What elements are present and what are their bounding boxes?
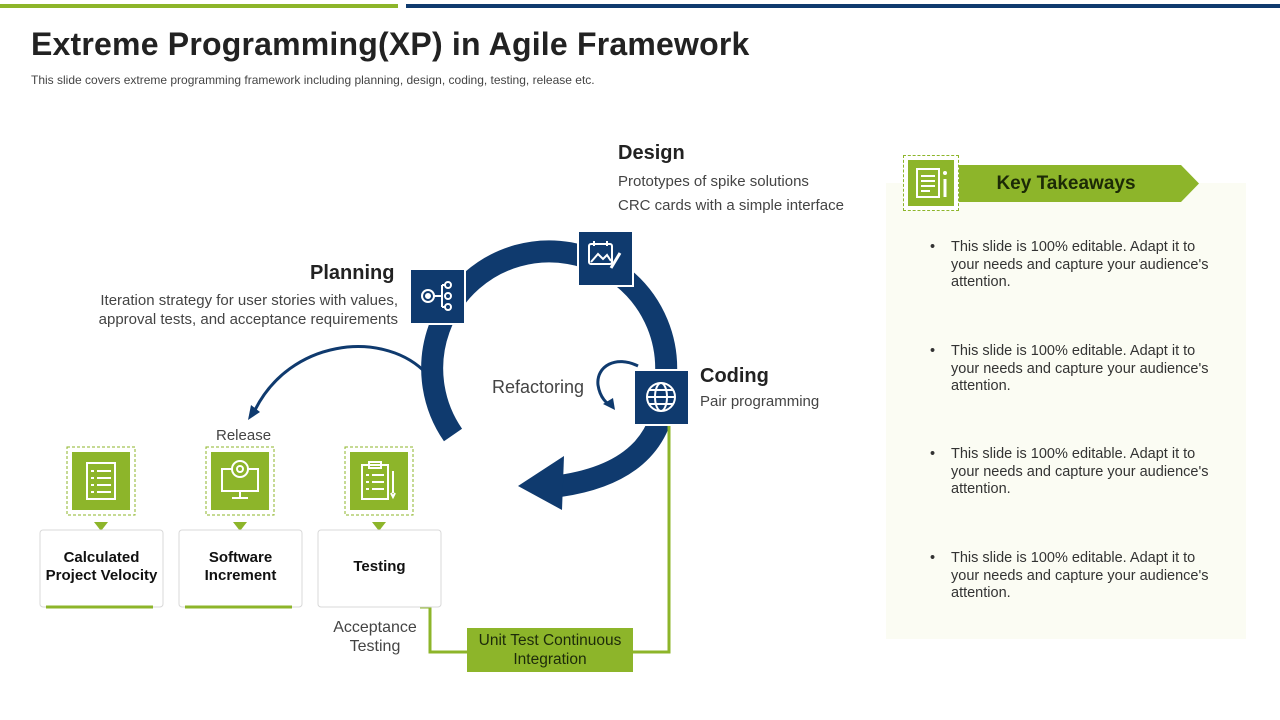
coding-to-ci-line [633,424,671,654]
mind-flow-icon [421,281,452,311]
planning-line-1: Iteration strategy for user stories with… [100,292,398,309]
checklist-icon [86,462,116,500]
document-info-icon [916,168,947,198]
takeaways-title: Key Takeaways [996,173,1136,194]
bullet-dot: • [930,343,936,359]
acceptance-testing-label: Acceptance Testing [333,619,417,655]
box-label-increment: Software Increment [204,549,277,584]
takeaways-icon-tile [908,160,954,206]
coding-node [633,369,690,426]
testing-icon-node [344,446,414,531]
planning-title: Planning [310,262,395,284]
page-subtitle: This slide covers extreme programming fr… [31,73,595,87]
refactoring-arrowhead [603,398,615,410]
design-line-2: CRC cards with a simple interface [618,197,844,214]
clipboard-pencil-icon [361,461,396,500]
coding-description: Pair programming [700,393,820,410]
planning-line-2: approval tests, and acceptance requireme… [98,311,398,328]
design-node [577,230,634,287]
planning-node [409,268,466,325]
box-label-velocity: Calculated Project Velocity [45,549,158,584]
top-accent-bar-green [0,4,398,8]
bullet-dot: • [930,446,936,462]
design-line-1: Prototypes of spike solutions [618,173,809,190]
box-frame-2 [178,529,303,609]
unit-test-ci-label: Unit Test Continuous Integration [478,632,622,668]
refactoring-loop-arrow [596,360,639,408]
design-title: Design [618,142,685,164]
cycle-arc-left [421,240,678,442]
monitor-webcam-icon [221,460,259,499]
image-edit-icon [588,241,622,269]
refactoring-label: Refactoring [492,377,585,397]
box-label-testing: Testing [353,558,406,575]
increment-icon-node [205,446,275,531]
box-frame-1 [39,529,164,609]
release-arrow [253,345,425,411]
box-frame-3 [317,529,442,608]
velocity-icon-node [66,446,136,531]
release-arrowhead [248,405,260,420]
top-accent-bar-blue [406,4,1280,8]
page-title: Extreme Programming(XP) in Agile Framewo… [31,26,750,62]
bullet-dot: • [930,239,936,255]
bullet-dot: • [930,550,936,566]
coding-title: Coding [700,365,769,387]
takeaways-panel [886,183,1246,639]
globe-icon [646,382,676,412]
cycle-arrowhead [518,456,564,510]
takeaways-banner [959,165,1199,202]
unit-test-ci-box: Unit Test Continuous Integration [467,628,633,672]
release-label: Release [216,427,272,444]
